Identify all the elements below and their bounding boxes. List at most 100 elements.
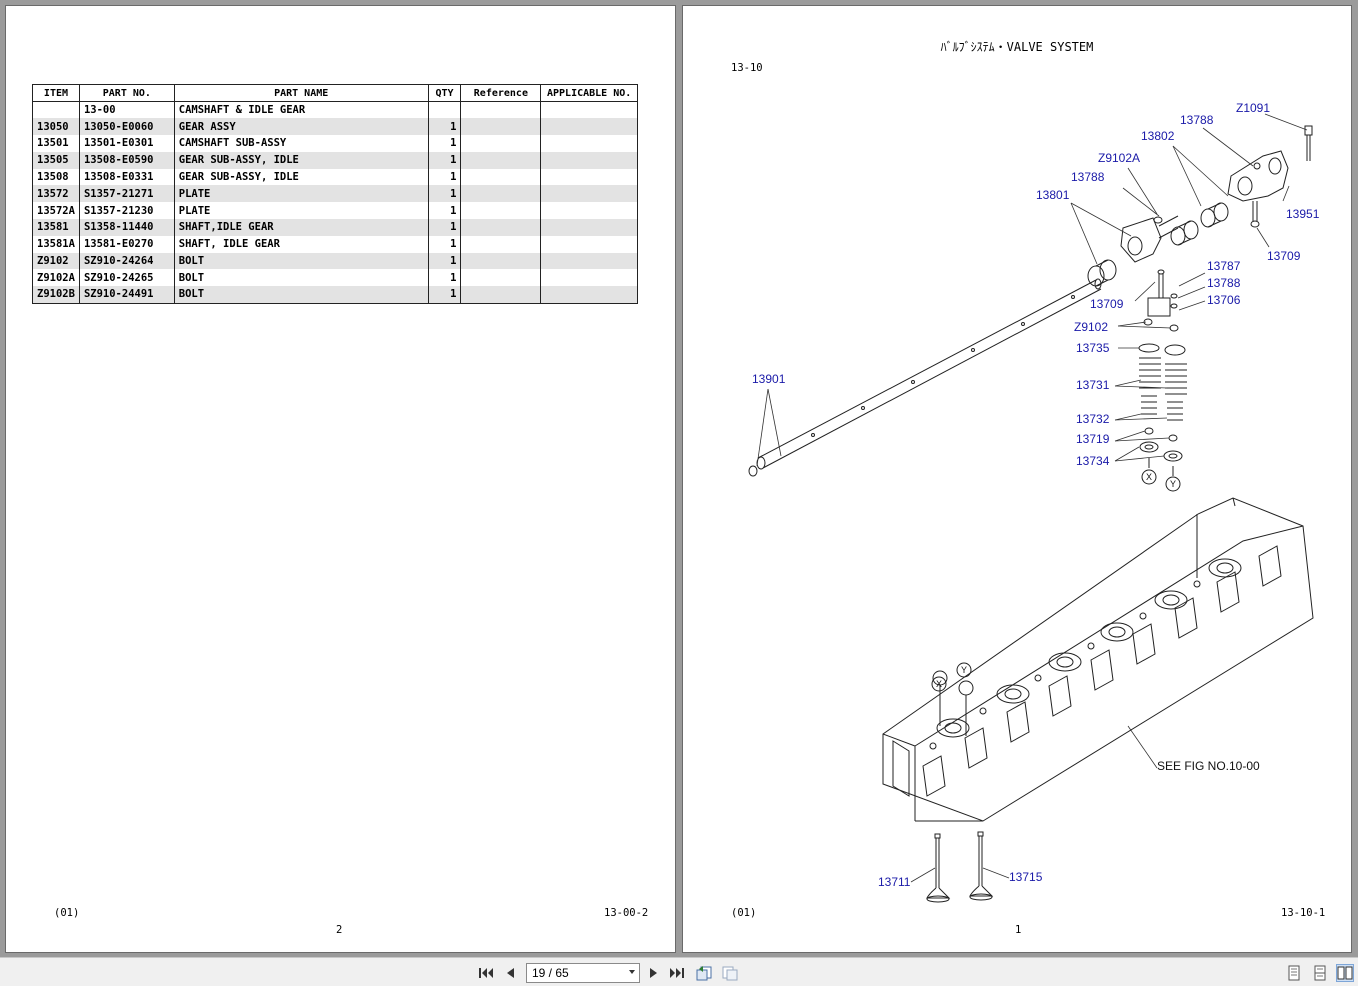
next-page-icon bbox=[650, 968, 657, 978]
cell-part-no: 13581-E0270 bbox=[78, 235, 175, 253]
cell-part-name: BOLT bbox=[173, 252, 429, 270]
cell-reference bbox=[460, 202, 542, 220]
callout-13706: 13706 bbox=[1207, 293, 1241, 307]
right-page: ﾊﾞﾙﾌﾞｼｽﾃﾑ・VALVE SYSTEM 13-10 bbox=[682, 5, 1352, 953]
cell-item: Z9102A bbox=[32, 269, 80, 287]
continuous-view-button[interactable] bbox=[1311, 964, 1329, 982]
cell-qty: 1 bbox=[427, 269, 462, 287]
go-forward-icon bbox=[722, 966, 738, 981]
marker-x: X bbox=[936, 679, 942, 689]
left-page: ITEM PART NO. PART NAME QTY Reference AP… bbox=[5, 5, 676, 953]
table-row: 13-00 CAMSHAFT & IDLE GEAR bbox=[32, 101, 638, 119]
cell-item bbox=[32, 101, 80, 119]
sleeve bbox=[1170, 202, 1229, 246]
cell-part-no: 13508-E0590 bbox=[78, 151, 175, 169]
leader-lines bbox=[756, 113, 1308, 883]
cell-qty: 1 bbox=[427, 118, 462, 136]
see-fig-note: SEE FIG NO.10-00 bbox=[1157, 759, 1260, 773]
header-applicable-no: APPLICABLE NO. bbox=[540, 84, 638, 102]
single-page-view-button[interactable] bbox=[1285, 964, 1303, 982]
cell-applicable bbox=[540, 101, 638, 119]
cell-item: 13508 bbox=[32, 168, 80, 186]
cell-qty: 1 bbox=[427, 135, 462, 152]
parts-table: ITEM PART NO. PART NAME QTY Reference AP… bbox=[32, 84, 638, 304]
page-number-select[interactable]: 19 / 65 bbox=[526, 963, 640, 983]
cell-applicable bbox=[540, 286, 638, 304]
cell-part-no: S1358-11440 bbox=[78, 219, 175, 236]
cell-item: 13572A bbox=[32, 202, 80, 220]
previous-page-icon bbox=[507, 968, 514, 978]
cell-part-name: BOLT bbox=[173, 269, 429, 287]
cell-part-name: GEAR SUB-ASSY, IDLE bbox=[173, 168, 429, 186]
right-page-number: 1 bbox=[1015, 924, 1022, 936]
table-header-row: ITEM PART NO. PART NAME QTY Reference AP… bbox=[32, 84, 638, 102]
cell-reference bbox=[460, 252, 542, 270]
table-row: 13581A 13581-E0270 SHAFT, IDLE GEAR 1 bbox=[32, 235, 638, 253]
page-indicator: 19 / 65 bbox=[532, 966, 569, 980]
cell-part-no: SZ910-24264 bbox=[78, 252, 175, 270]
cell-reference bbox=[460, 151, 542, 169]
cell-qty: 1 bbox=[427, 219, 462, 236]
header-part-no: PART NO. bbox=[78, 84, 175, 102]
cell-part-no: 13050-E0060 bbox=[78, 118, 175, 136]
next-page-button[interactable] bbox=[645, 964, 663, 982]
cell-qty: 1 bbox=[427, 185, 462, 203]
callout-13715: 13715 bbox=[1009, 870, 1043, 884]
callout-13951: 13951 bbox=[1286, 207, 1320, 221]
go-forward-button[interactable] bbox=[721, 964, 739, 982]
chevron-down-icon bbox=[629, 970, 635, 974]
cell-part-name: SHAFT,IDLE GEAR bbox=[173, 219, 429, 236]
cell-part-no: 13508-E0331 bbox=[78, 168, 175, 186]
callout-13709: 13709 bbox=[1090, 297, 1124, 311]
go-back-button[interactable] bbox=[695, 964, 713, 982]
first-page-button[interactable] bbox=[477, 964, 495, 982]
marker-y: Y bbox=[1170, 479, 1176, 489]
section-code: 13-10 bbox=[731, 62, 763, 74]
cell-applicable bbox=[540, 269, 638, 287]
cell-applicable bbox=[540, 168, 638, 186]
left-page-number: 2 bbox=[336, 924, 343, 936]
table-row: 13505 13508-E0590 GEAR SUB-ASSY, IDLE 1 bbox=[32, 151, 638, 169]
two-page-view-button[interactable] bbox=[1336, 964, 1354, 982]
valve-spring-x bbox=[1138, 269, 1171, 485]
cell-part-no: SZ910-24265 bbox=[78, 269, 175, 287]
cell-item: 13501 bbox=[32, 135, 80, 152]
cell-reference bbox=[460, 185, 542, 203]
cell-part-no: 13-00 bbox=[78, 101, 175, 119]
cell-reference bbox=[460, 286, 542, 304]
callout-13788: 13788 bbox=[1071, 170, 1105, 184]
cell-reference bbox=[460, 135, 542, 152]
cell-reference bbox=[460, 168, 542, 186]
cell-reference bbox=[460, 118, 542, 136]
cell-part-name: SHAFT, IDLE GEAR bbox=[173, 235, 429, 253]
cell-applicable bbox=[540, 185, 638, 203]
callout-13734: 13734 bbox=[1076, 454, 1110, 468]
callout-13801: 13801 bbox=[1036, 188, 1070, 202]
rocker-arm-bracket bbox=[1227, 150, 1289, 228]
callout-13711: 13711 bbox=[878, 875, 911, 889]
cell-applicable bbox=[540, 219, 638, 236]
cell-applicable bbox=[540, 135, 638, 152]
left-footer-edition: (01) bbox=[54, 907, 80, 919]
cell-part-no: 13501-E0301 bbox=[78, 135, 175, 152]
cell-applicable bbox=[540, 118, 638, 136]
last-page-button[interactable] bbox=[668, 964, 686, 982]
bolt bbox=[1304, 125, 1313, 161]
callout-13731: 13731 bbox=[1076, 378, 1110, 392]
cell-item: 13050 bbox=[32, 118, 80, 136]
callout-13788: 13788 bbox=[1207, 276, 1241, 290]
callout-13719: 13719 bbox=[1076, 432, 1110, 446]
cell-part-name: BOLT bbox=[173, 286, 429, 304]
two-page-icon bbox=[1337, 966, 1353, 980]
cell-qty: 1 bbox=[427, 235, 462, 253]
cell-qty: 1 bbox=[427, 168, 462, 186]
right-footer-code: 13-10-1 bbox=[1281, 907, 1326, 919]
table-row: 13501 13501-E0301 CAMSHAFT SUB-ASSY 1 bbox=[32, 135, 638, 152]
cell-part-no: SZ910-24491 bbox=[78, 286, 175, 304]
cell-item: 13572 bbox=[32, 185, 80, 203]
cell-part-no: S1357-21271 bbox=[78, 185, 175, 203]
bushing bbox=[1087, 259, 1117, 287]
right-footer-edition: (01) bbox=[731, 907, 757, 919]
previous-page-button[interactable] bbox=[501, 964, 519, 982]
cell-part-name: CAMSHAFT & IDLE GEAR bbox=[173, 101, 429, 119]
